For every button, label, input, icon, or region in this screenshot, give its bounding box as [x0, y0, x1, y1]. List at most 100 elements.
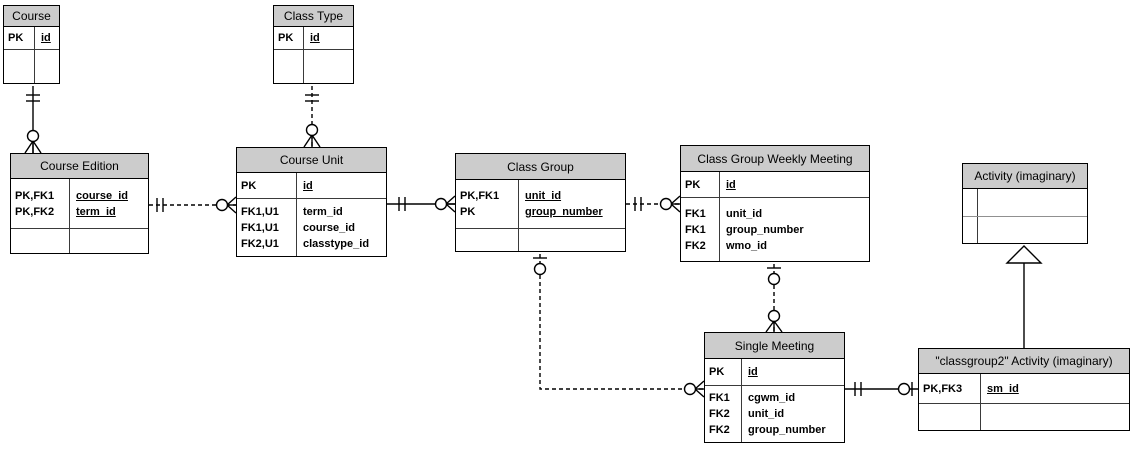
attribute-name: term_id: [76, 205, 116, 218]
attribute-row: FK1 group_number: [681, 222, 869, 238]
attribute-name: wmo_id: [726, 239, 767, 252]
activity-section-2: [963, 216, 1087, 243]
activity-section-1: [963, 189, 1087, 216]
crows-foot-icon: [445, 195, 456, 213]
attribute-row: PK,FK2 term_id: [11, 204, 148, 220]
key-designator: PK: [685, 178, 701, 191]
attribute-row: PK,FK3 sm_id: [919, 381, 1129, 397]
entity-title: Course: [4, 6, 59, 27]
attribute-name: group_number: [748, 424, 826, 436]
entity-classgroup2-activity-imaginary: "classgroup2" Activity (imaginary) PK,FK…: [918, 348, 1130, 431]
attribute-row: PK id: [237, 178, 386, 194]
key-designator: FK1,U1: [241, 205, 279, 218]
crows-foot-icon: [226, 196, 237, 214]
key-designator: PK: [278, 32, 294, 44]
cardinality-zero-circle-icon: [215, 198, 229, 212]
attribute-row: FK1,U1 course_id: [237, 220, 386, 236]
attribute-row: FK1 unit_id: [681, 206, 869, 222]
attribute-row: PK id: [274, 30, 353, 46]
crows-foot-icon: [694, 380, 705, 398]
cardinality-zero-circle-icon: [533, 262, 547, 276]
entity-title: Course Unit: [237, 148, 386, 173]
entity-title: Single Meeting: [705, 333, 844, 359]
attribute-row: FK2 unit_id: [705, 406, 844, 422]
key-designator: PK: [241, 179, 257, 192]
entity-title: Class Group: [456, 154, 625, 180]
attribute-name: unit_id: [748, 408, 785, 420]
key-designator: PK,FK2: [15, 205, 55, 218]
entity-course: Course PK id: [3, 5, 60, 84]
attribute-name: id: [41, 32, 51, 44]
inheritance-triangle-icon: [1005, 245, 1043, 264]
key-designator: PK,FK1: [15, 189, 55, 202]
attribute-row: PK id: [681, 177, 869, 193]
entity-title: Class Type: [274, 6, 353, 27]
key-designator: FK2: [685, 239, 706, 252]
entity-title: Course Edition: [11, 154, 148, 179]
rel-class-group-to-weekly-meeting: [626, 195, 681, 213]
key-designator: FK1: [685, 207, 706, 220]
cardinality-zero-circle-icon: [767, 272, 781, 286]
key-designator: FK1: [709, 392, 730, 404]
class_group_weekly_meeting-section-1: PK id: [681, 172, 869, 197]
attribute-row: FK2 group_number: [705, 422, 844, 438]
course-section-1: PK id: [4, 27, 59, 49]
rel-activity-inheritance: [1005, 245, 1043, 348]
attribute-name: cgwm_id: [748, 392, 796, 404]
key-designator: PK,FK3: [923, 382, 963, 395]
attribute-name: sm_id: [987, 382, 1019, 395]
cardinality-zero-circle-icon: [305, 123, 319, 137]
attribute-row: PK id: [4, 30, 59, 46]
course-section-2: [4, 49, 59, 83]
rel-course-to-course-edition: [24, 86, 42, 154]
crows-foot-icon: [303, 134, 321, 148]
entity-activity-imaginary: Activity (imaginary): [962, 163, 1088, 244]
rel-class-type-to-course-unit: [303, 86, 321, 148]
attribute-name: course_id: [303, 221, 355, 234]
attribute-row: FK1 cgwm_id: [705, 390, 844, 406]
attribute-name: id: [310, 32, 320, 44]
rel-course-unit-to-class-group: [387, 195, 456, 213]
crows-foot-icon: [765, 320, 783, 333]
rel-single-meeting-to-classgroup2-activity: [845, 382, 918, 396]
entity-class-type: Class Type PK id: [273, 5, 354, 84]
cardinality-zero-circle-icon: [897, 382, 911, 396]
key-designator: FK1: [685, 223, 706, 236]
key-designator: PK: [460, 206, 476, 218]
course_edition-section-2: [11, 228, 148, 253]
key-designator: FK2: [709, 424, 730, 436]
cardinality-zero-circle-icon: [434, 197, 448, 211]
class_type-section-2: [274, 49, 353, 83]
attribute-name: unit_id: [525, 190, 562, 202]
attribute-name: group_number: [726, 223, 804, 236]
classgroup2_activity-section-2: [919, 403, 1129, 430]
key-designator: PK: [8, 32, 24, 44]
entity-title: Class Group Weekly Meeting: [681, 146, 869, 172]
key-designator: PK,FK1: [460, 190, 500, 202]
attribute-name: id: [726, 178, 736, 191]
key-designator: PK: [709, 366, 725, 378]
key-designator: FK2: [709, 408, 730, 420]
rel-class-group-to-single-meeting: [533, 254, 705, 398]
attribute-name: group_number: [525, 206, 603, 218]
key-designator: FK1,U1: [241, 221, 279, 234]
key-designator: FK2,U1: [241, 237, 279, 250]
attribute-name: id: [303, 179, 313, 192]
rel-weekly-meeting-to-single-meeting: [765, 264, 783, 333]
attribute-name: unit_id: [726, 207, 763, 220]
